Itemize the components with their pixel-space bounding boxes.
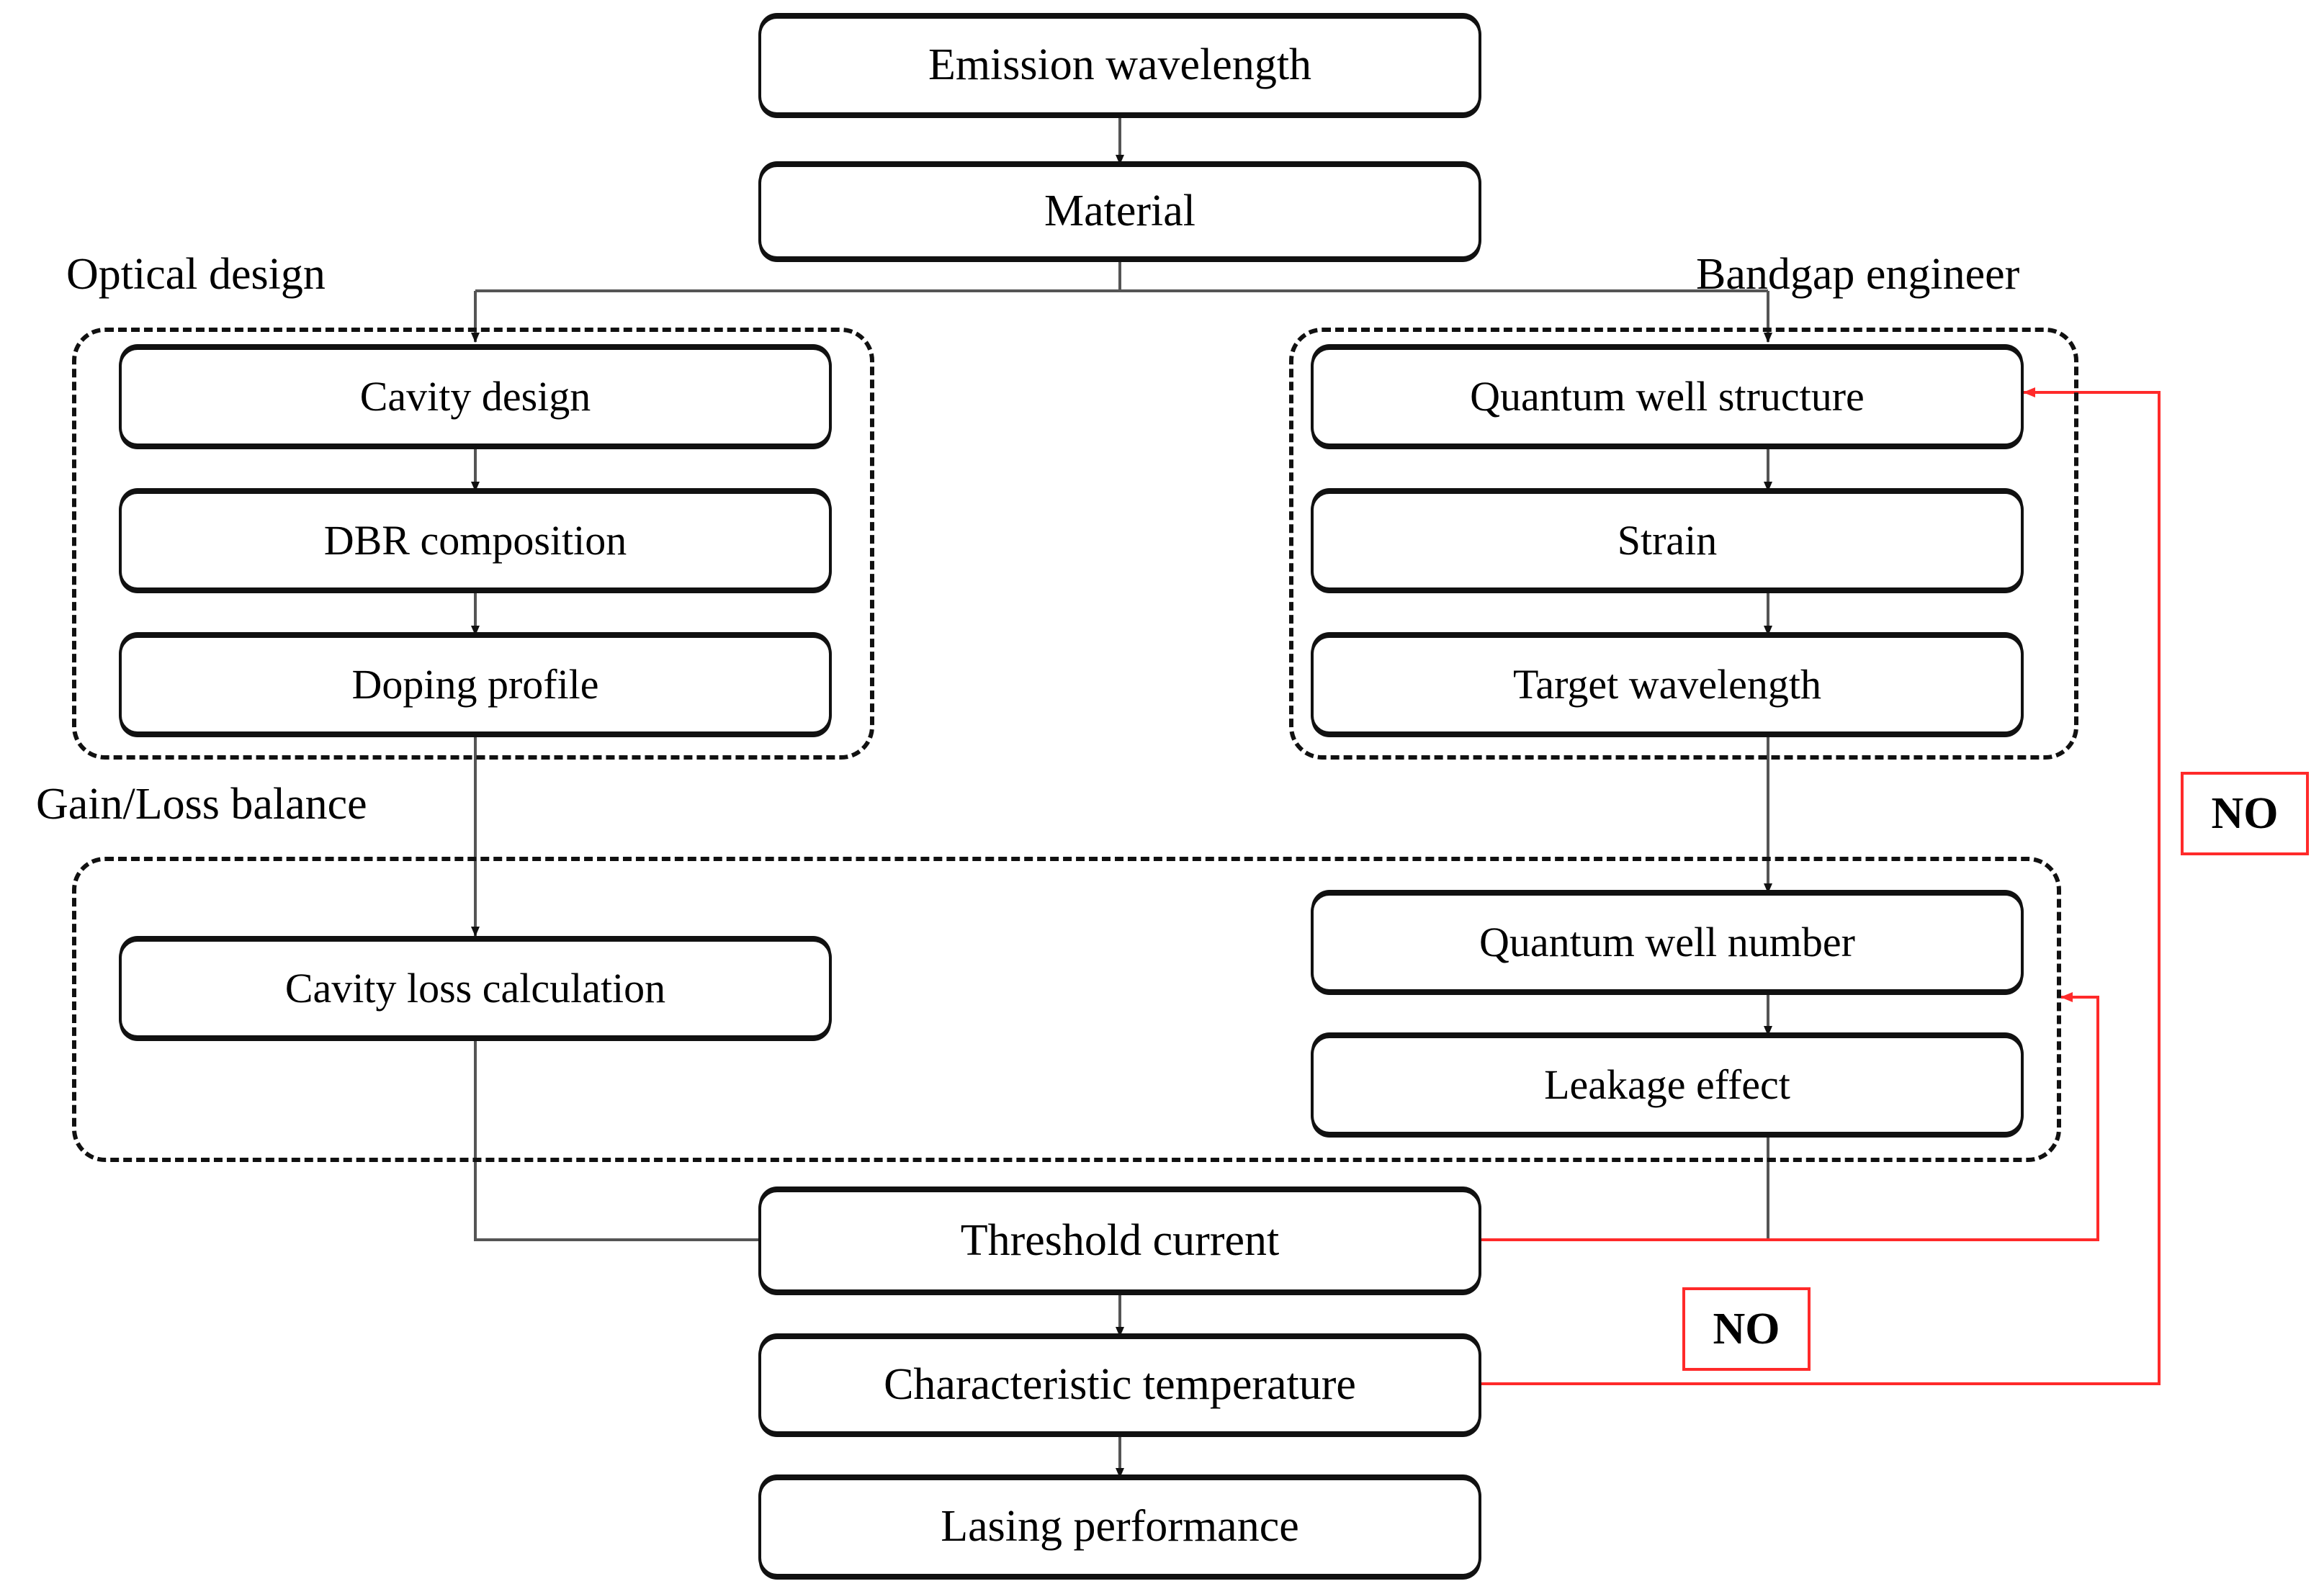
group-label-optical-design: Optical design: [66, 250, 326, 299]
node-target-wavelength[interactable]: Target wavelength: [1311, 635, 2024, 734]
node-quantum-well-structure[interactable]: Quantum well structure: [1311, 347, 2024, 446]
node-cavity-design[interactable]: Cavity design: [119, 347, 832, 446]
node-quantum-well-number[interactable]: Quantum well number: [1311, 893, 2024, 992]
node-label: Lasing performance: [941, 1502, 1299, 1552]
no-text: NO: [2211, 788, 2279, 838]
node-leakage-effect[interactable]: Leakage effect: [1311, 1035, 2024, 1135]
decision-label-no-lower: NO: [1682, 1287, 1811, 1371]
node-label: Characteristic temperature: [884, 1360, 1356, 1410]
node-label: Material: [1044, 186, 1195, 236]
node-threshold-current[interactable]: Threshold current: [758, 1189, 1481, 1292]
node-material[interactable]: Material: [758, 164, 1481, 259]
node-label: Emission wavelength: [928, 40, 1312, 90]
node-label: Quantum well number: [1479, 918, 1855, 965]
node-lasing-performance[interactable]: Lasing performance: [758, 1477, 1481, 1577]
decision-label-no-upper: NO: [2181, 772, 2309, 855]
node-characteristic-temperature[interactable]: Characteristic temperature: [758, 1336, 1481, 1434]
group-label-gain-loss-balance: Gain/Loss balance: [36, 780, 367, 829]
group-gain-loss-balance: [72, 857, 2061, 1162]
node-label: DBR composition: [323, 516, 627, 564]
node-label: Threshold current: [960, 1215, 1280, 1265]
node-doping-profile[interactable]: Doping profile: [119, 635, 832, 734]
node-cavity-loss-calculation[interactable]: Cavity loss calculation: [119, 939, 832, 1038]
node-emission-wavelength[interactable]: Emission wavelength: [758, 16, 1481, 115]
node-label: Leakage effect: [1544, 1061, 1790, 1108]
node-label: Target wavelength: [1512, 660, 1822, 708]
node-label: Quantum well structure: [1470, 372, 1865, 420]
node-label: Cavity loss calculation: [284, 964, 666, 1012]
node-dbr-composition[interactable]: DBR composition: [119, 491, 832, 590]
group-optical-design: [72, 328, 874, 760]
group-label-bandgap-engineer: Bandgap engineer: [1696, 250, 2020, 299]
node-label: Cavity design: [359, 372, 591, 420]
node-strain[interactable]: Strain: [1311, 491, 2024, 590]
no-text: NO: [1713, 1304, 1780, 1354]
group-bandgap-engineer: [1289, 328, 2078, 760]
node-label: Doping profile: [351, 660, 599, 708]
node-label: Strain: [1617, 516, 1718, 564]
